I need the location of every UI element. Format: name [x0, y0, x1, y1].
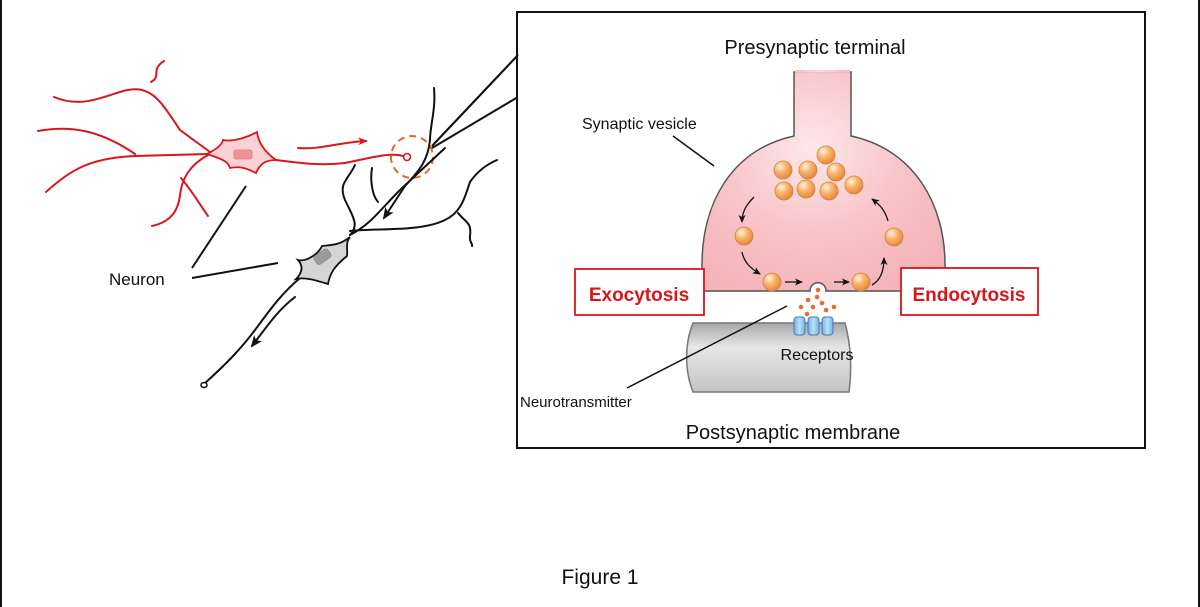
label-synaptic-vesicle: Synaptic vesicle — [582, 116, 697, 133]
neurotransmitter-dot — [814, 294, 820, 300]
leader-line-neuron-red — [191, 185, 247, 269]
page-border-right — [1198, 0, 1200, 607]
cycle-arrow — [738, 196, 755, 223]
dendrite — [37, 127, 136, 155]
dendrite — [370, 167, 379, 203]
axon — [275, 153, 404, 166]
dendrite — [341, 164, 356, 236]
receptor — [793, 316, 806, 336]
figure-caption: Figure 1 — [561, 566, 639, 589]
neurotransmitter-dot — [819, 300, 825, 306]
vesicle — [819, 181, 839, 201]
zoom-line-bottom — [431, 96, 519, 149]
signal-arrow — [297, 137, 368, 150]
presynaptic-nucleus — [233, 149, 253, 160]
vesicle — [762, 272, 782, 292]
cycle-arrow — [741, 251, 761, 275]
main-dendrite — [349, 147, 446, 236]
vesicle — [798, 160, 818, 180]
vesicle — [826, 162, 846, 182]
neurotransmitter-dot — [798, 304, 804, 310]
label-endocytosis: Endocytosis — [913, 285, 1026, 306]
dendrite — [457, 212, 474, 247]
vesicle — [774, 181, 794, 201]
signal-arrow-down — [250, 296, 296, 348]
terminal-top-cover — [795, 70, 850, 73]
cycle-arrow — [871, 257, 888, 286]
neurotransmitter-dot — [804, 311, 810, 317]
receptors — [793, 316, 834, 336]
dendrite — [151, 154, 209, 227]
dendrite — [53, 88, 211, 153]
synaptic-vesicles — [734, 145, 904, 292]
postsynaptic-membrane-shape — [685, 322, 852, 393]
cycle-arrow — [871, 198, 889, 222]
label-postsynaptic-membrane: Postsynaptic membrane — [686, 422, 901, 444]
neurotransmitter-dot — [805, 297, 811, 303]
axon-terminal-knob — [402, 152, 412, 162]
neurotransmitter-dot — [810, 304, 816, 310]
axon — [203, 277, 301, 385]
dendrite — [349, 159, 498, 232]
dendrite — [180, 177, 209, 217]
zoom-line-top-cover — [431, 54, 519, 147]
vesicle — [734, 226, 754, 246]
postsynaptic-neuron — [203, 87, 498, 385]
postsynaptic-nucleus — [313, 248, 332, 265]
vesicle — [796, 179, 816, 199]
fusion-pore — [809, 282, 827, 292]
leader-line-neuron-black — [191, 262, 279, 279]
neurotransmitter-dot — [831, 304, 837, 310]
vesicle — [851, 272, 871, 292]
vesicle — [844, 175, 864, 195]
vesicle-cycle-arrows — [738, 196, 889, 286]
neurotransmitter-dot — [823, 307, 829, 313]
exocytosis-box — [574, 268, 705, 316]
receptor — [821, 316, 834, 336]
presynaptic-neuron — [37, 60, 404, 227]
dendrite — [45, 153, 209, 193]
synapse-highlight-circle — [390, 135, 434, 179]
endocytosis-box — [900, 267, 1039, 316]
label-receptors: Receptors — [781, 347, 854, 364]
label-neuron: Neuron — [109, 270, 165, 289]
axon-end — [200, 381, 208, 389]
vesicle — [773, 160, 793, 180]
dendrite — [404, 87, 436, 187]
label-neurotransmitter: Neurotransmitter — [520, 394, 632, 411]
page-border-left — [0, 0, 2, 607]
neurotransmitter-molecules — [798, 287, 837, 317]
label-presynaptic-terminal: Presynaptic terminal — [724, 37, 905, 59]
leader-line-neurotransmitter — [626, 305, 788, 389]
neurotransmitter-dot — [815, 287, 821, 293]
vesicle — [884, 227, 904, 247]
vesicle — [816, 145, 836, 165]
dendrite — [150, 60, 165, 83]
label-exocytosis: Exocytosis — [589, 285, 689, 306]
signal-arrow-in — [382, 185, 406, 220]
receptor — [807, 316, 820, 336]
leader-line-synaptic-vesicle — [672, 135, 715, 167]
